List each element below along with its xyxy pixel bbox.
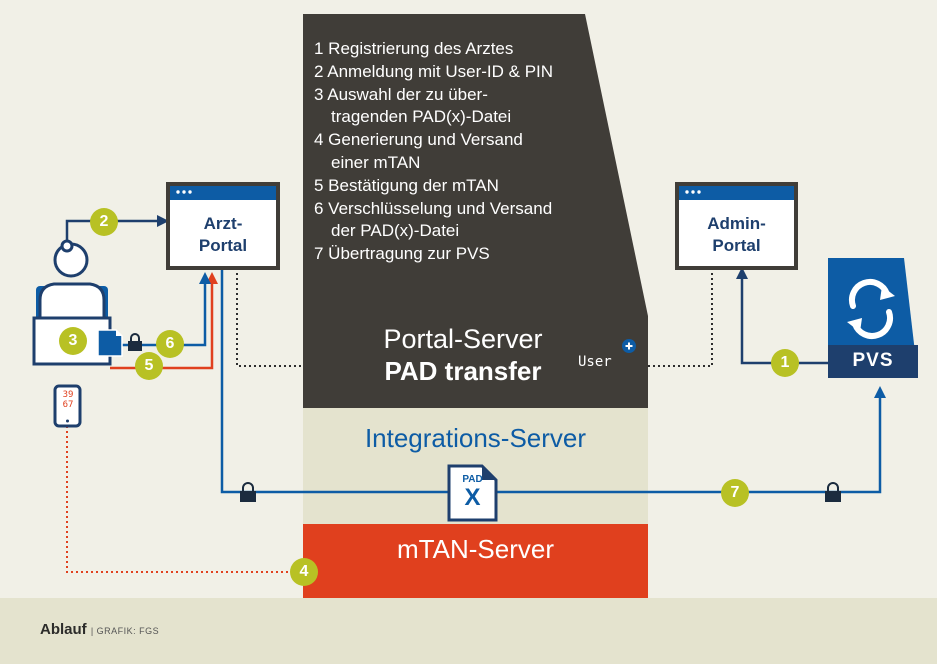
steps-list: 1 Registrierung des Arztes 2 Anmeldung mi… — [314, 38, 553, 266]
step-badge-3: 3 — [59, 327, 87, 355]
portal-server-label: Portal-Server PAD transfer — [303, 323, 623, 387]
lock-icon — [825, 482, 841, 502]
register-arrow — [736, 267, 748, 279]
mtan-server-label: mTAN-Server — [397, 534, 554, 564]
footer-title: Ablauf — [40, 621, 87, 638]
pad-file-icon — [447, 464, 498, 522]
phone-code: 39 67 — [58, 390, 78, 410]
integrations-server-label: Integrations-Server — [364, 423, 587, 453]
portal-server-box — [303, 316, 648, 408]
encrypt-send-line — [120, 280, 207, 347]
admin-portal-title: Admin- Portal — [679, 213, 794, 257]
transfer-line — [220, 268, 882, 494]
arzt-portal-line1: Arzt- — [203, 214, 243, 233]
step-item-2: 2 Anmeldung mit User-ID & PIN — [314, 61, 554, 81]
arzt-portal-window — [166, 182, 280, 270]
pad-transfer-label: PAD transfer — [384, 356, 542, 386]
step-item-4-cont: einer mTAN — [331, 152, 421, 172]
phone-icon — [53, 384, 82, 428]
footer-caption: Ablauf | GRAFIK: FGS — [40, 621, 159, 638]
arzt-portal-dotted-link — [236, 268, 303, 367]
footer-bar — [0, 598, 937, 664]
step-item-4: 4 Generierung und Versand — [314, 130, 523, 150]
mtan-dotted-link — [66, 386, 290, 573]
step-item-6-cont: der PAD(x)-Datei — [331, 221, 460, 241]
admin-portal-dotted-link — [648, 268, 713, 367]
phone-code-line1: 39 — [62, 390, 74, 400]
user-tag: User — [578, 354, 612, 370]
encrypt-arrow — [199, 272, 211, 284]
pvs-label: PVS — [852, 350, 894, 371]
admin-portal-line1: Admin- — [707, 214, 766, 233]
admin-portal-window — [675, 182, 798, 270]
arzt-portal-line2: Portal — [198, 236, 248, 255]
transfer-arrow — [874, 386, 886, 398]
step-badge-2: 2 — [90, 208, 118, 236]
pad-file-top: PAD — [462, 474, 483, 485]
file-icon — [97, 329, 123, 357]
step-item-3-cont: tragenden PAD(x)-Datei — [331, 107, 512, 127]
step-item-7: 7 Übertragung zur PVS — [314, 244, 490, 264]
step-badge-4: 4 — [290, 558, 318, 586]
arzt-portal-title: Arzt- Portal — [170, 213, 276, 257]
sync-icon — [847, 279, 895, 339]
step-badge-6: 6 — [156, 330, 184, 358]
add-user-icon — [622, 339, 636, 353]
register-line — [740, 275, 832, 365]
portal-server-name: Portal-Server — [383, 324, 543, 354]
lock-icon — [128, 333, 142, 351]
step-item-3: 3 Auswahl der zu über- — [314, 84, 488, 104]
mtan-server-box — [303, 524, 648, 598]
step-badge-1: 1 — [771, 349, 799, 377]
step-item-5: 5 Bestätigung der mTAN — [314, 175, 499, 195]
steps-panel — [303, 14, 648, 316]
footer-credit: | GRAFIK: FGS — [90, 626, 160, 636]
pvs-label-bar — [828, 345, 918, 378]
login-line — [65, 219, 160, 244]
step-badge-5: 5 — [135, 352, 163, 380]
step-item-1: 1 Registrierung des Arztes — [314, 39, 514, 58]
lock-icon — [240, 482, 256, 502]
pad-file-letter: X — [464, 484, 481, 511]
step-badge-7: 7 — [721, 479, 749, 507]
login-arrow — [157, 215, 169, 227]
phone-code-line2: 67 — [62, 400, 74, 410]
step-item-6: 6 Verschlüsselung und Versand — [314, 198, 553, 218]
admin-portal-line2: Portal — [712, 236, 761, 255]
